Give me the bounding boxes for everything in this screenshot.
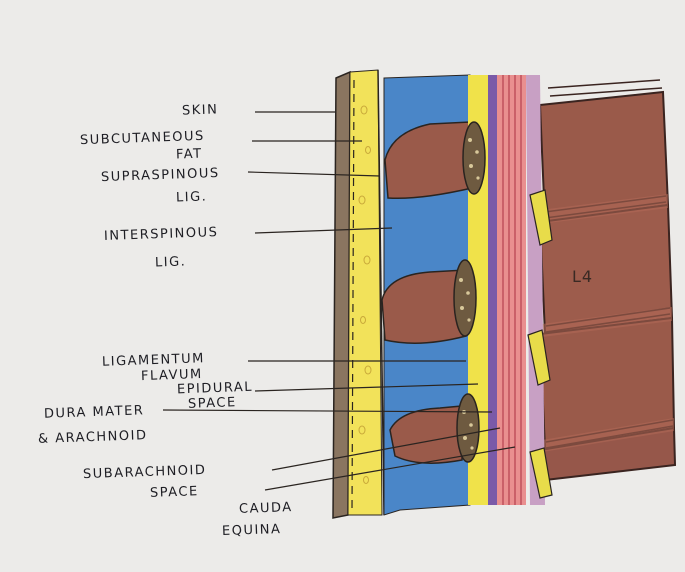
intervertebral-disc [540, 194, 674, 452]
subarachnoid-space [497, 75, 526, 505]
label-epidural-line2: SPACE [187, 395, 237, 412]
nerve-root-lower [529, 447, 553, 499]
label-cauda-line2: EQUINA [221, 521, 282, 540]
supraspinous-ligament [377, 69, 385, 516]
label-skin: SKIN [181, 102, 219, 119]
label-subarachnoid-line2: SPACE [149, 484, 199, 501]
vertebral-bodies [538, 79, 677, 482]
posterior-band [526, 75, 545, 505]
subcutaneous-fat-layer [347, 69, 383, 516]
leader-epidural [254, 383, 479, 392]
ligamentum-flavum-lower [456, 393, 480, 463]
dura-mater [488, 75, 497, 505]
label-cauda-line1: CAUDA [238, 500, 293, 517]
spinous-processes [381, 121, 473, 464]
leader-subarachnoid [271, 427, 501, 471]
spinous-process-lower [389, 405, 463, 464]
label-supraspinous-line2: LIG. [175, 189, 208, 206]
leader-dura [162, 409, 493, 413]
ligamentum-flavum [453, 121, 486, 463]
ligamentum-flavum-middle [453, 259, 477, 337]
label-subcutaneous-line2: FAT [175, 146, 203, 163]
fat-dashed-line [351, 79, 355, 511]
leader-interspinous [254, 227, 393, 234]
label-epidural-line1: EPIDURAL [176, 379, 254, 398]
nerve-roots [527, 189, 553, 499]
nerve-root-upper [529, 189, 553, 246]
fat-globules [358, 105, 372, 484]
leader-cauda [264, 446, 516, 491]
leader-lines [162, 111, 516, 491]
vertebra-label-l4: L4 [572, 267, 593, 286]
nerve-root-middle [527, 329, 551, 386]
ligamentum-flavum-upper [462, 121, 486, 195]
skin-layer [332, 70, 351, 519]
label-interspinous-line2: LIG. [154, 254, 187, 271]
cauda-equina-fibers [502, 75, 522, 505]
leader-supraspinous [247, 171, 381, 177]
